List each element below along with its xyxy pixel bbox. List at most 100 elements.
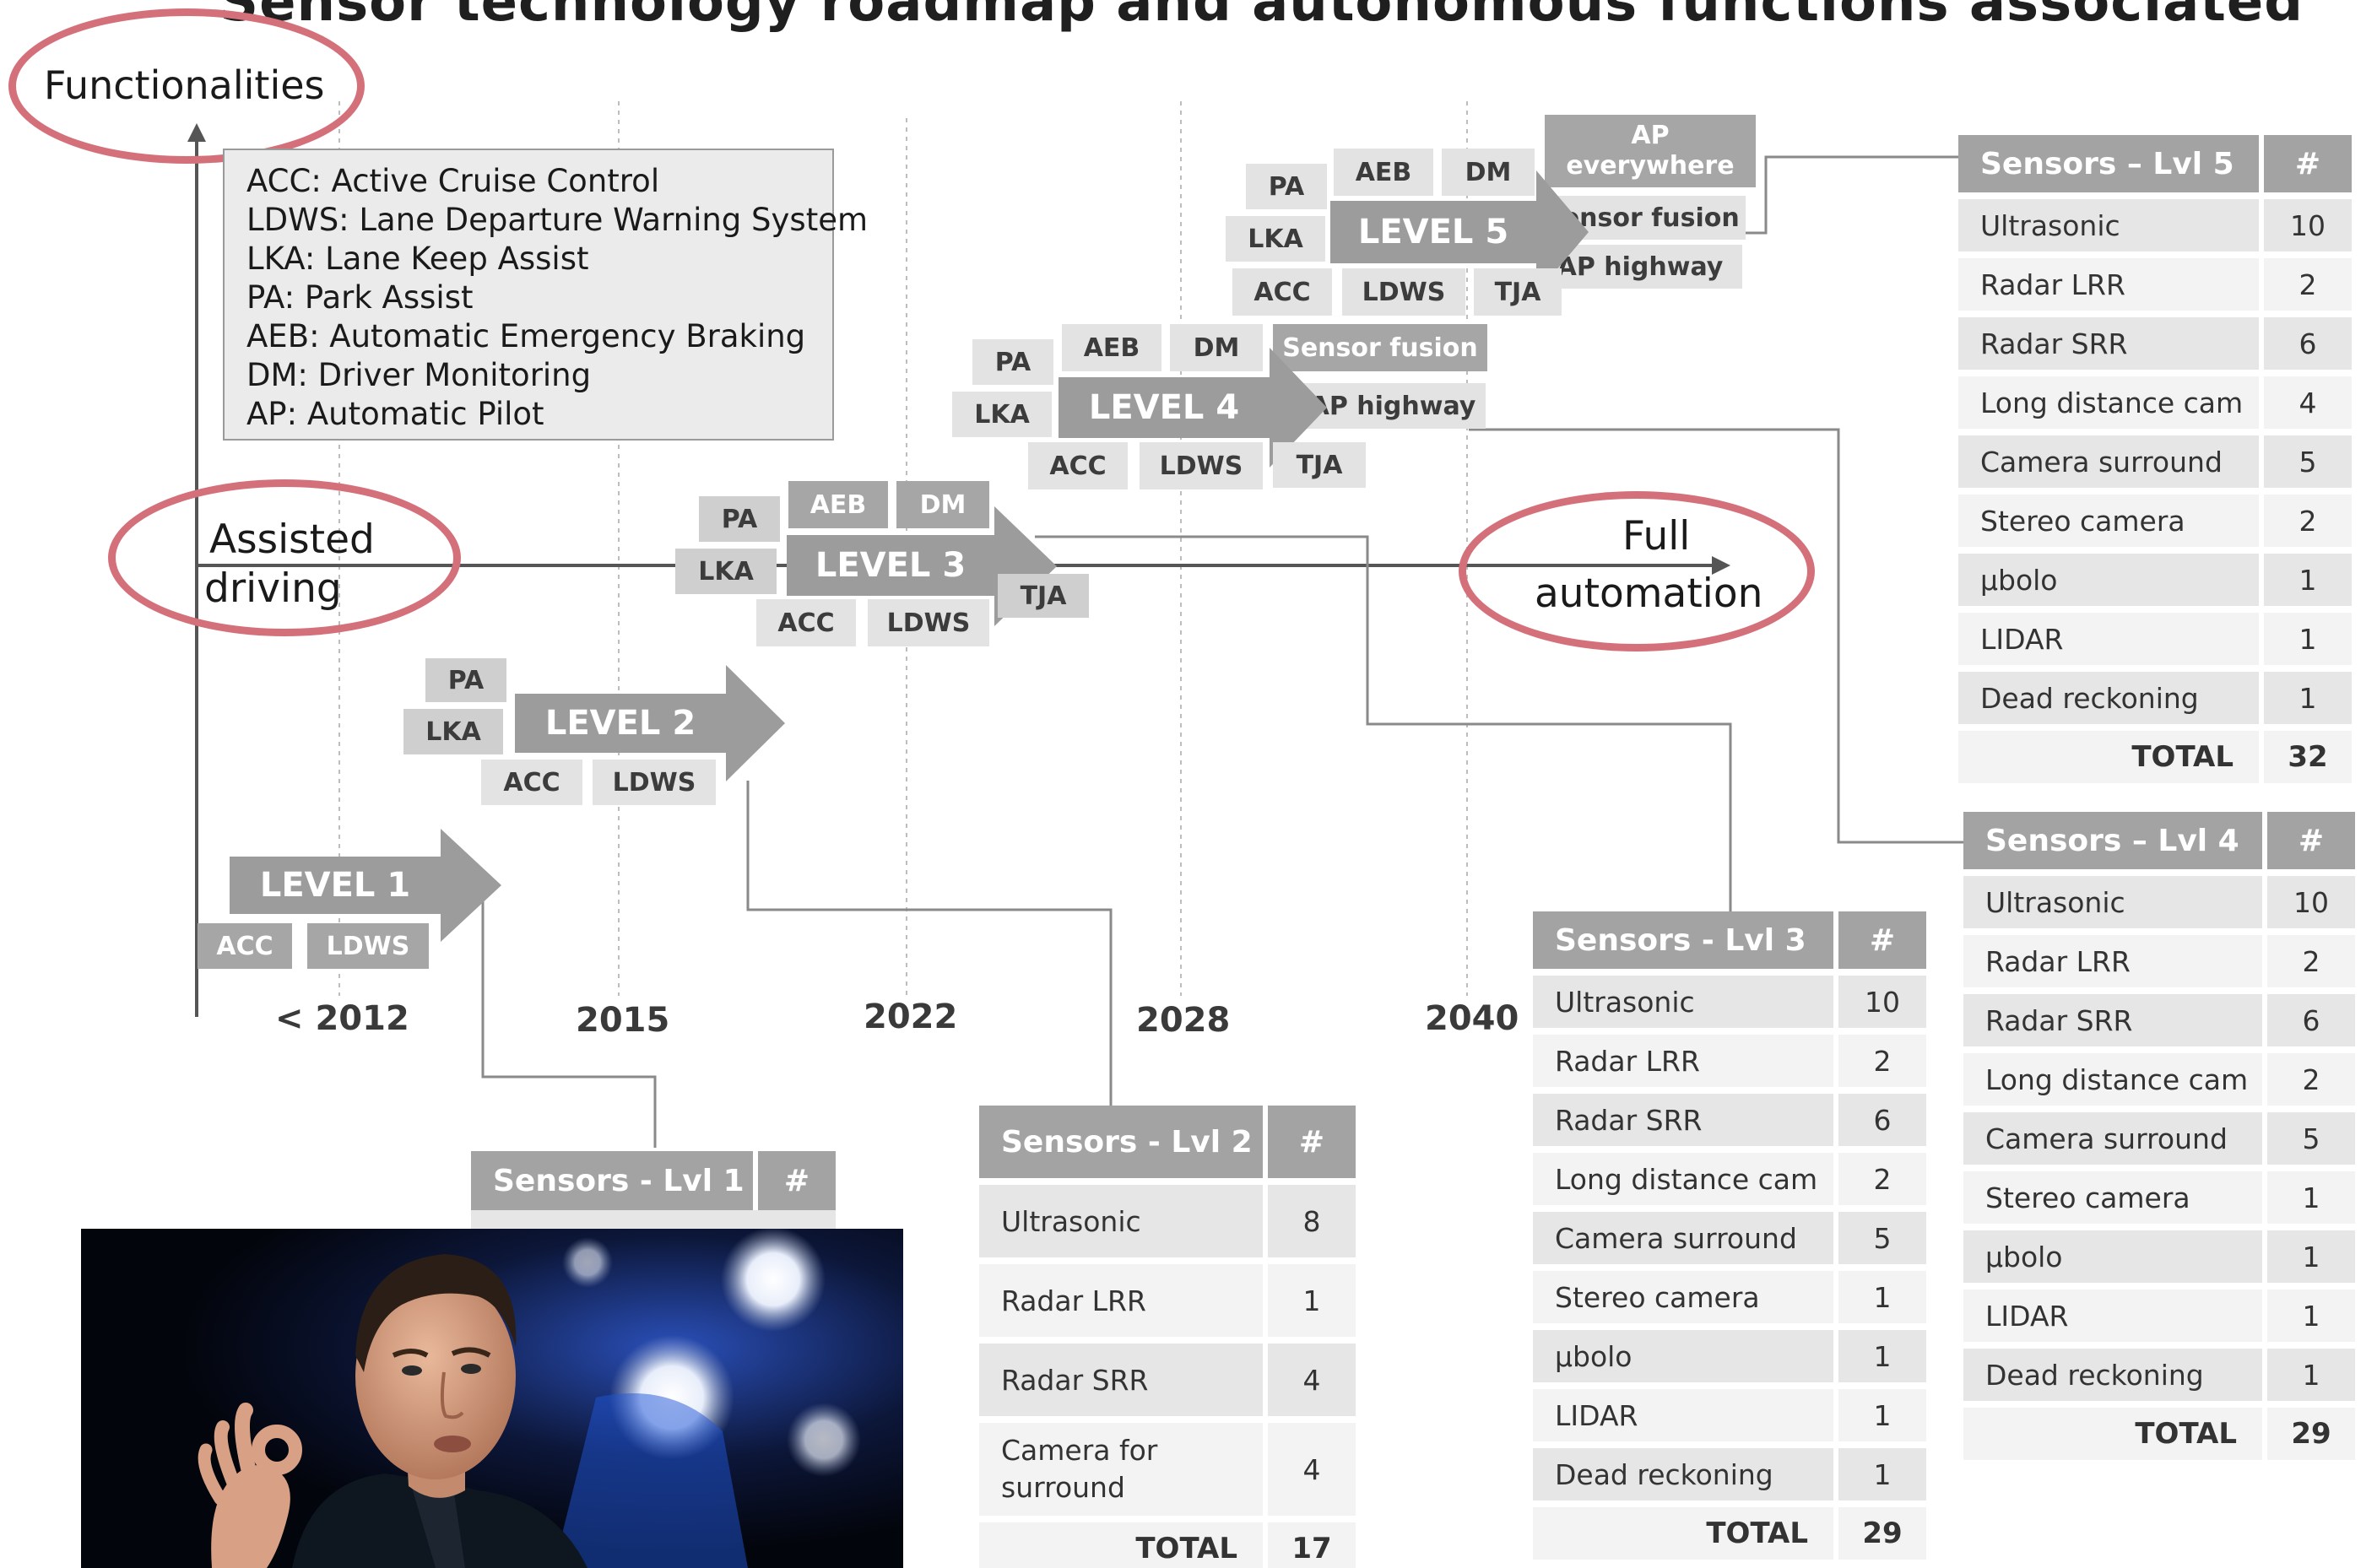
sensor-name: Radar SRR — [1958, 317, 2264, 370]
sensor-name: Ultrasonic — [979, 1185, 1268, 1257]
chip-ldws: LDWS — [1342, 268, 1465, 316]
sensor-name: Stereo camera — [1958, 495, 2264, 547]
sensor-name: Camera surround — [1963, 1112, 2267, 1165]
sensor-count: 2 — [2264, 495, 2352, 547]
year-label: 2028 — [1136, 1001, 1231, 1040]
total-count: 29 — [1838, 1507, 1926, 1560]
chip-lka: LKA — [1226, 216, 1325, 262]
level-2-arrow: LEVEL 2 — [515, 665, 785, 781]
level-1-arrow: LEVEL 1 — [230, 829, 501, 942]
chip-lka: LKA — [952, 392, 1052, 437]
total-count: 17 — [1268, 1522, 1356, 1568]
sensor-name: Long distance cam — [1533, 1153, 1838, 1205]
sensor-name: µbolo — [1963, 1230, 2267, 1283]
count-header: # — [2294, 146, 2321, 181]
sensor-name: Camera surround — [1533, 1212, 1838, 1264]
sensor-name: Dead reckoning — [1958, 672, 2264, 724]
functionalities-highlight — [8, 8, 365, 164]
sensor-name: Camera surround — [1958, 435, 2264, 488]
x-axis-end-label-line1: Full — [1622, 513, 1691, 560]
connector-lvl5 — [1730, 155, 1958, 235]
sensor-name: Radar LRR — [979, 1264, 1268, 1337]
legend-item: PA: Park Assist — [246, 279, 474, 316]
sensor-count: 6 — [2264, 317, 2352, 370]
sensor-name: Radar LRR — [1533, 1035, 1838, 1087]
chip-ldws: LDWS — [307, 923, 429, 969]
table-total-row: TOTAL 17 — [979, 1522, 1356, 1568]
sensor-count: 5 — [2264, 435, 2352, 488]
total-label: TOTAL — [1963, 1408, 2267, 1460]
sensor-name: Stereo camera — [1963, 1171, 2267, 1224]
table-row: Ultrasonic 8 — [979, 1185, 1356, 1257]
sensor-name: Radar LRR — [1963, 935, 2267, 987]
level-2-label: LEVEL 2 — [544, 704, 696, 743]
chip-ap-highway: AP highway — [1300, 383, 1486, 429]
sensor-count: 4 — [1268, 1344, 1356, 1416]
chip-lka: LKA — [675, 549, 777, 594]
chip-acc: ACC — [1028, 442, 1128, 489]
chip-pa: PA — [699, 496, 780, 542]
chip-lka: LKA — [403, 709, 503, 754]
chip-pa: PA — [425, 658, 506, 702]
x-axis-start-label-line1: Assisted — [209, 516, 375, 563]
table-title: Sensors – Lvl 5 — [1958, 135, 2264, 192]
sensor-count: 1 — [2264, 613, 2352, 665]
legend-item: AP: Automatic Pilot — [246, 396, 544, 432]
sensors-table-lvl2: Sensors - Lvl 2 # Ultrasonic 8 Radar LRR… — [979, 1106, 1356, 1568]
chip-aeb: AEB — [1334, 149, 1433, 196]
legend-item: AEB: Automatic Emergency Braking — [246, 318, 806, 354]
sensor-count: 1 — [2267, 1171, 2355, 1224]
table-title: Sensors - Lvl 1 — [471, 1151, 758, 1210]
level-4-label: LEVEL 4 — [1088, 388, 1240, 427]
sensor-name: Ultrasonic — [1963, 876, 2267, 928]
year-label: < 2012 — [275, 999, 409, 1038]
table-title: Sensors - Lvl 2 — [979, 1106, 1268, 1178]
legend-item: ACC: Active Cruise Control — [246, 163, 660, 199]
chip-acc: ACC — [756, 599, 856, 646]
chip-acc: ACC — [198, 923, 292, 969]
x-axis-start-label-line2: driving — [204, 565, 342, 612]
chip-dm: DM — [1442, 149, 1535, 196]
chip-ap-everywhere-line2: everywhere — [1566, 151, 1735, 181]
count-header: # — [2298, 823, 2325, 858]
level-1-label: LEVEL 1 — [259, 866, 411, 905]
chip-aeb: AEB — [1062, 324, 1161, 371]
total-label: TOTAL — [1533, 1507, 1838, 1560]
sensor-count: 1 — [2264, 672, 2352, 724]
sensor-name-line1: Camera for — [1001, 1434, 1158, 1467]
legend-item: DM: Driver Monitoring — [246, 357, 592, 393]
table-header: Sensors - Lvl 1 # — [471, 1151, 836, 1210]
connector-lvl3 — [1035, 535, 1732, 911]
sensor-name: µbolo — [1958, 554, 2264, 606]
sensor-count: 1 — [2264, 554, 2352, 606]
person-photo — [81, 1229, 903, 1568]
connector-lvl2 — [746, 781, 1113, 1106]
chip-tja: TJA — [998, 574, 1089, 618]
chip-dm: DM — [1170, 324, 1263, 371]
table-title: Sensors – Lvl 4 — [1963, 812, 2267, 869]
table-row: Camera for surround 4 — [979, 1423, 1356, 1516]
count-header: # — [783, 1163, 810, 1198]
sensor-name: µbolo — [1533, 1330, 1838, 1382]
sensor-count: 1 — [1838, 1330, 1926, 1382]
sensor-name: Long distance cam — [1963, 1053, 2267, 1106]
table-header: Sensors - Lvl 2 # — [979, 1106, 1356, 1178]
table-header: Sensors - Lvl 3# — [1533, 911, 1926, 969]
table-row: Radar SRR 4 — [979, 1344, 1356, 1416]
